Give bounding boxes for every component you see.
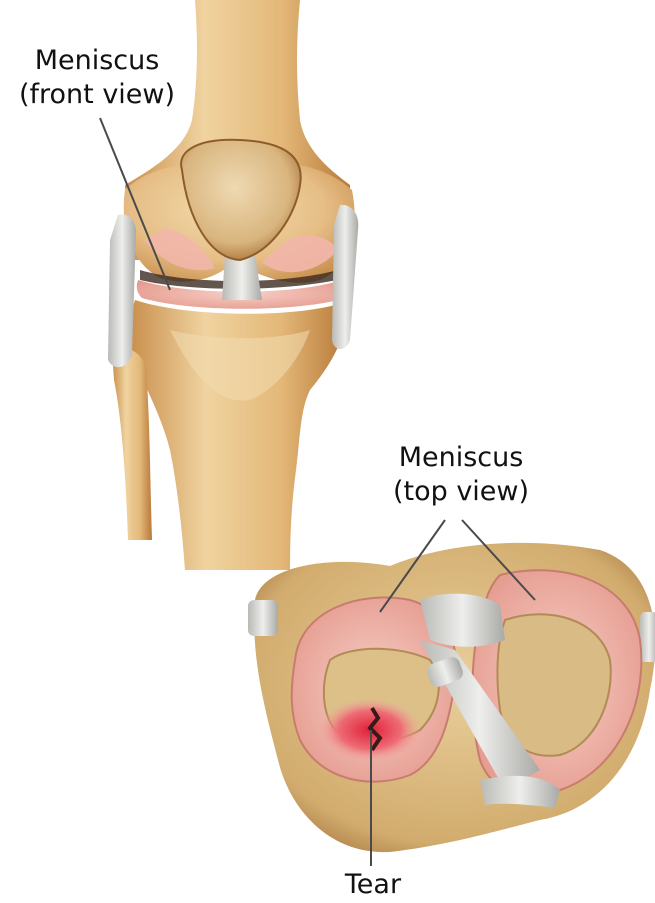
meniscus-front-label-line2: (front view)	[2, 78, 192, 112]
meniscus-front-label-line1: Meniscus	[2, 44, 192, 78]
tear-label: Tear	[318, 868, 428, 902]
lateral-collateral-ligament	[108, 214, 136, 367]
tear-label-text: Tear	[318, 868, 428, 902]
ligament-stub-right	[640, 612, 655, 662]
meniscus-front-view-label: Meniscus (front view)	[2, 44, 192, 112]
meniscus-top-label-line1: Meniscus	[376, 441, 546, 475]
fibula	[112, 348, 152, 540]
top-view-tibial-plateau	[248, 543, 655, 852]
medial-collateral-ligament	[332, 205, 358, 349]
meniscus-top-view-label: Meniscus (top view)	[376, 441, 546, 509]
cruciate-ligament	[222, 255, 262, 300]
cruciate-ligament-top	[420, 594, 505, 647]
meniscus-top-label-line2: (top view)	[376, 475, 546, 509]
ligament-stub-left	[248, 600, 278, 636]
